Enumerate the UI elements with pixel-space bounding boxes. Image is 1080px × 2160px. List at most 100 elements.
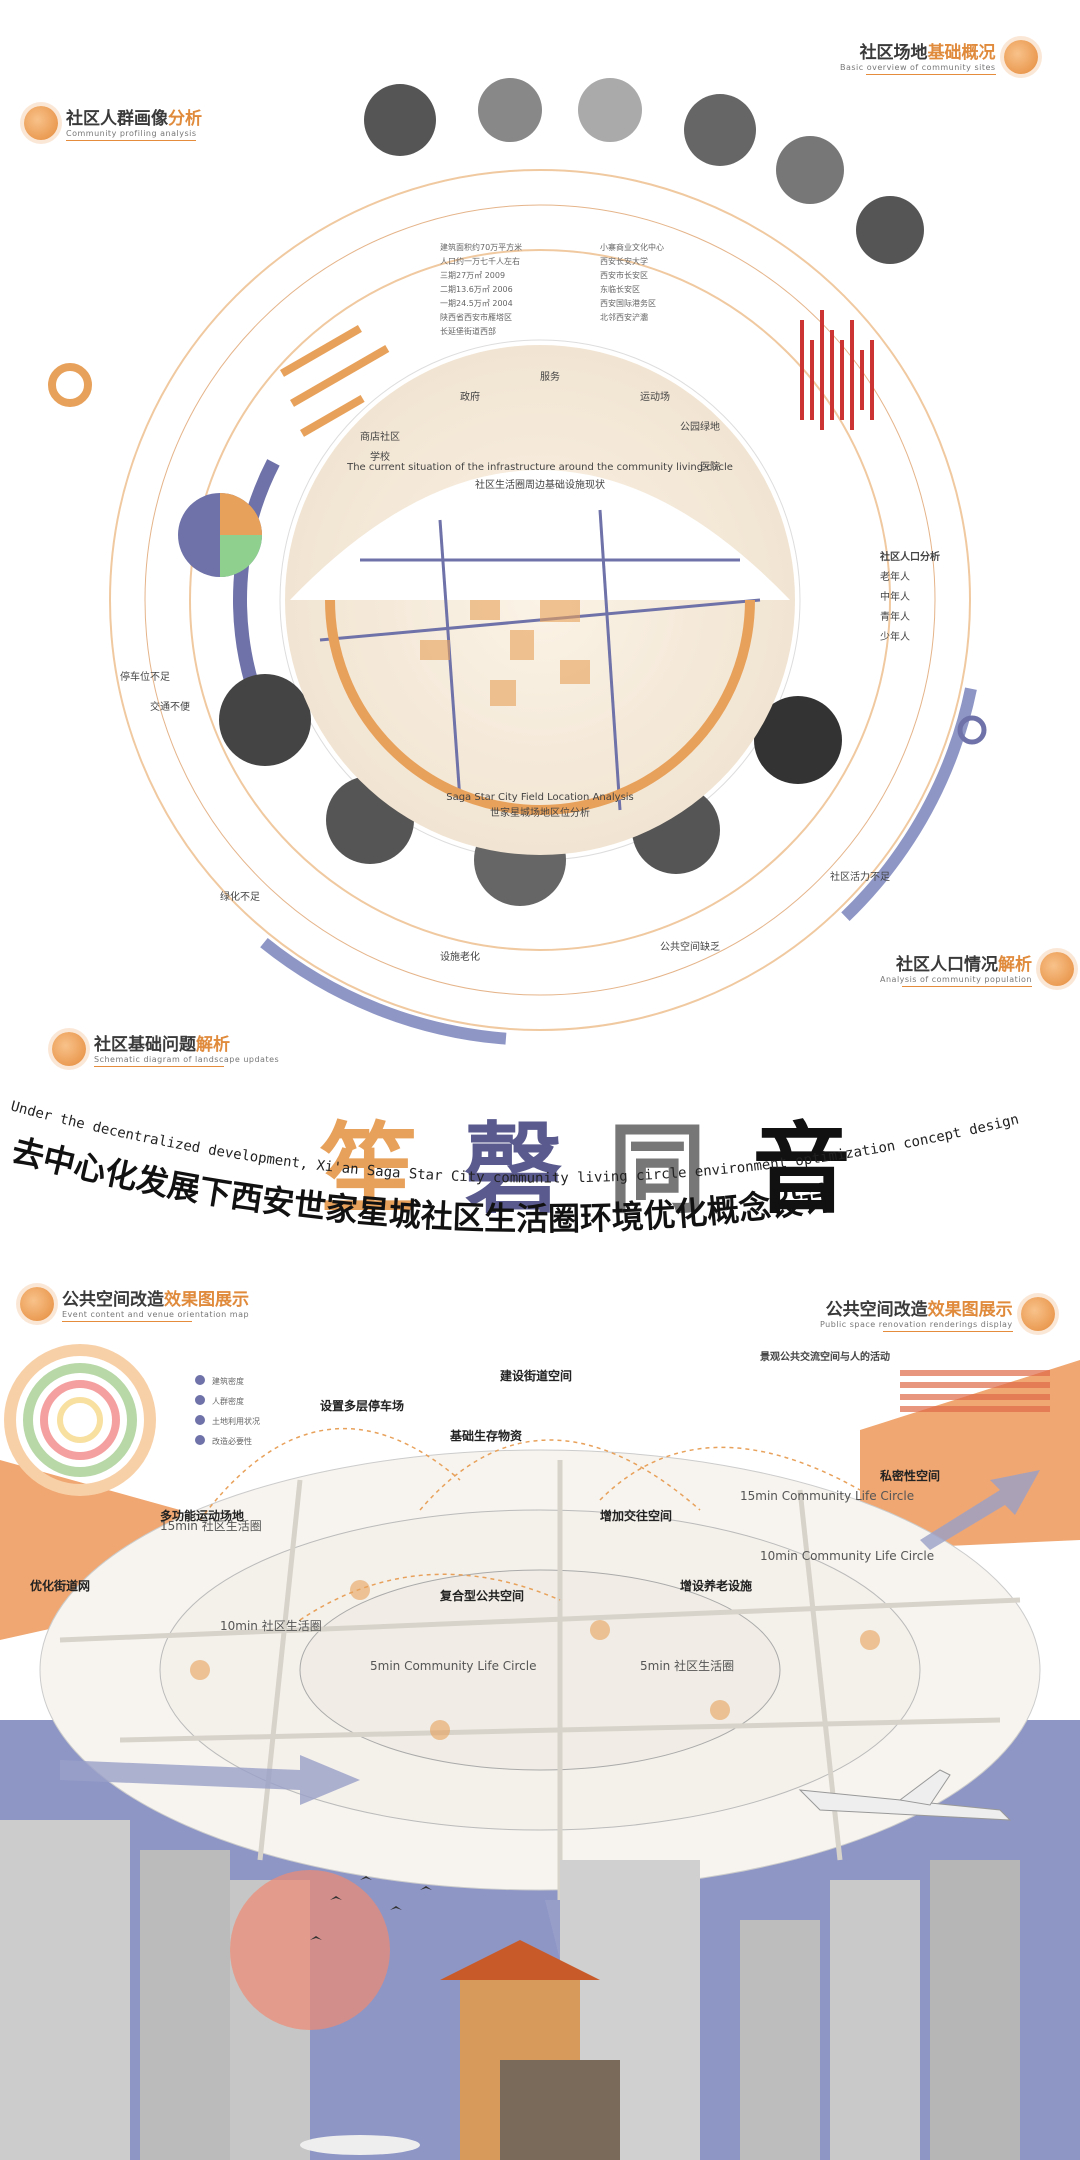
svg-text:私密性空间: 私密性空间 (879, 1468, 940, 1483)
section-population-sub: Analysis of community population (880, 975, 1032, 984)
svg-text:15min Community Life Circle: 15min Community Life Circle (740, 1489, 914, 1503)
svg-text:10min Community Life Circle: 10min Community Life Circle (760, 1549, 934, 1563)
section-public-left: 公共空间改造效果图展示 Event content and venue orie… (20, 1285, 249, 1322)
circle-labels: 15min Community Life Circle 10min Commun… (160, 1489, 934, 1673)
svg-text:建筑密度: 建筑密度 (212, 1376, 244, 1386)
section-site: 社区场地基础概况 Basic overview of community sit… (840, 38, 1038, 75)
section-dot-icon (1039, 951, 1074, 986)
infra-caption: The current situation of the infrastruct… (346, 462, 733, 473)
svg-text:增加交往空间: 增加交往空间 (600, 1508, 672, 1523)
airplane-icon (798, 1769, 1012, 1821)
svg-text:复合型公共空间: 复合型公共空间 (439, 1588, 524, 1603)
life-circle-map: 建筑密度 人群密度 土地利用状况 改造必要性 建设街道空间 设置多层停车场 基础… (0, 1344, 1080, 2160)
svg-text:陕西省西安市雁塔区: 陕西省西安市雁塔区 (440, 312, 512, 322)
section-site-accent: 基础概况 (927, 43, 996, 63)
infra-caption-cn: 社区生活圈周边基础设施现状 (475, 478, 605, 491)
population-bars (800, 310, 874, 430)
problem-labels: 停车位不足 交通不便 绿化不足 设施老化 公共空间缺乏 社区活力不足 (120, 670, 890, 963)
section-profile: 社区人群画像分析 Community profiling analysis (24, 104, 202, 141)
cat-shop: 商店社区 (360, 430, 400, 443)
section-dot-icon (20, 1286, 54, 1321)
cat-park: 公园绿地 (680, 420, 720, 433)
map-legend: 建筑密度 人群密度 土地利用状况 改造必要性 (195, 1375, 260, 1446)
svg-text:长延堡街道西部: 长延堡街道西部 (440, 326, 496, 336)
title-char-1: 笙 (320, 1113, 425, 1227)
population-labels: 老年人 中年人 青年人 少年人 社区人口分析 (879, 550, 940, 643)
svg-text:社区活力不足: 社区活力不足 (830, 870, 890, 883)
section-site-sub: Basic overview of community sites (840, 63, 996, 72)
section-public-right: 公共空间改造效果图展示 Public space renovation rend… (820, 1295, 1055, 1332)
svg-text:东临长安区: 东临长安区 (600, 284, 640, 294)
svg-text:土地利用状况: 土地利用状况 (212, 1416, 260, 1426)
main-title: 笙 磬 同 音 (320, 1090, 856, 1232)
field-caption: Saga Star City Field Location Analysis (446, 792, 634, 803)
section-public-right-accent: 效果图展示 (927, 1300, 1013, 1320)
svg-text:停车位不足: 停车位不足 (120, 670, 170, 683)
svg-text:小寨商业文化中心: 小寨商业文化中心 (600, 242, 664, 252)
section-dot-icon (1003, 39, 1038, 74)
svg-text:10min 社区生活圈: 10min 社区生活圈 (220, 1618, 322, 1633)
svg-text:改造必要性: 改造必要性 (212, 1436, 252, 1446)
svg-text:二期13.6万㎡ 2006: 二期13.6万㎡ 2006 (440, 285, 513, 294)
skyline (0, 1820, 1020, 2160)
cat-service: 服务 (540, 370, 560, 383)
section-dot-icon (24, 105, 58, 140)
section-public-right-title: 公共空间改造 (825, 1300, 928, 1320)
section-site-title: 社区场地 (859, 43, 928, 63)
section-problems-sub: Schematic diagram of landscape updates (94, 1055, 280, 1064)
section-profile-accent: 分析 (168, 109, 202, 129)
section-public-left-sub: Event content and venue orientation map (62, 1310, 250, 1319)
section-problems-title: 社区基础问题 (94, 1035, 196, 1055)
section-profile-sub: Community profiling analysis (66, 129, 197, 138)
title-block: 笙 磬 同 音 Under the decentralized developm… (0, 1070, 1080, 1240)
svg-text:设施老化: 设施老化 (440, 950, 480, 963)
svg-text:公共空间缺乏: 公共空间缺乏 (660, 940, 720, 953)
svg-text:西安长安大学: 西安长安大学 (600, 256, 648, 266)
svg-text:15min 社区生活圈: 15min 社区生活圈 (160, 1518, 262, 1533)
svg-text:少年人: 少年人 (880, 630, 910, 643)
svg-text:交通不便: 交通不便 (150, 700, 190, 713)
section-dot-icon (1020, 1296, 1055, 1331)
title-char-3: 同 (608, 1113, 713, 1227)
svg-text:人口约一万七千人左右: 人口约一万七千人左右 (440, 256, 520, 266)
section-public-left-title: 公共空间改造 (62, 1290, 164, 1310)
title-curves: Under the decentralized development, Xi'… (8, 1098, 1020, 1238)
section-dot-icon (52, 1031, 86, 1066)
svg-text:基础生存物资: 基础生存物资 (449, 1428, 522, 1443)
svg-text:绿化不足: 绿化不足 (220, 890, 260, 903)
cat-gov: 政府 (460, 390, 480, 403)
svg-text:设置多层停车场: 设置多层停车场 (320, 1398, 404, 1413)
svg-text:5min 社区生活圈: 5min 社区生活圈 (640, 1658, 734, 1673)
section-problems-accent: 解析 (196, 1035, 230, 1055)
cat-school: 学校 (370, 450, 390, 463)
svg-text:人群密度: 人群密度 (212, 1396, 244, 1406)
section-population: 社区人口情况解析 Analysis of community populatio… (880, 950, 1074, 987)
svg-text:西安国际港务区: 西安国际港务区 (600, 298, 656, 308)
svg-text:优化街道网: 优化街道网 (30, 1578, 90, 1593)
svg-text:5min Community Life Circle: 5min Community Life Circle (370, 1659, 536, 1673)
svg-text:中年人: 中年人 (880, 590, 910, 603)
node-labels: 建设街道空间 设置多层停车场 基础生存物资 私密性空间 多功能运动场地 优化街道… (30, 1368, 940, 1603)
svg-text:多功能运动场地: 多功能运动场地 (160, 1508, 244, 1523)
section-population-accent: 解析 (997, 955, 1032, 975)
cat-sport: 运动场 (640, 390, 670, 403)
svg-text:一期24.5万㎡ 2004: 一期24.5万㎡ 2004 (440, 299, 513, 308)
legend-rings (4, 1344, 156, 1496)
svg-text:西安市长安区: 西安市长安区 (600, 270, 648, 280)
cat-hospital: 医院 (700, 460, 720, 473)
svg-text:北邻西安浐灞: 北邻西安浐灞 (600, 312, 648, 322)
community-ring-diagram: The current situation of the infrastruct… (48, 78, 987, 1046)
birds-icon (310, 1876, 432, 1940)
section-problems: 社区基础问题解析 Schematic diagram of landscape … (52, 1030, 279, 1067)
svg-text:老年人: 老年人 (880, 570, 910, 583)
svg-text:建筑面积约70万平方米: 建筑面积约70万平方米 (440, 242, 522, 252)
activity-bars (900, 1370, 1050, 1412)
title-chinese: 去中心化发展下西安世家星城社区生活圈环境优化概念设计 (8, 1131, 836, 1238)
activity-title: 景观公共交流空间与人的活动 (760, 1350, 890, 1363)
field-caption-cn: 世家星城场地区位分析 (490, 806, 590, 819)
svg-text:青年人: 青年人 (880, 610, 910, 623)
pie-chart (178, 493, 262, 577)
site-info-list: 建筑面积约70万平方米 人口约一万七千人左右 三期27万㎡ 2009 二期13.… (440, 242, 664, 336)
svg-text:社区人口分析: 社区人口分析 (879, 550, 940, 563)
